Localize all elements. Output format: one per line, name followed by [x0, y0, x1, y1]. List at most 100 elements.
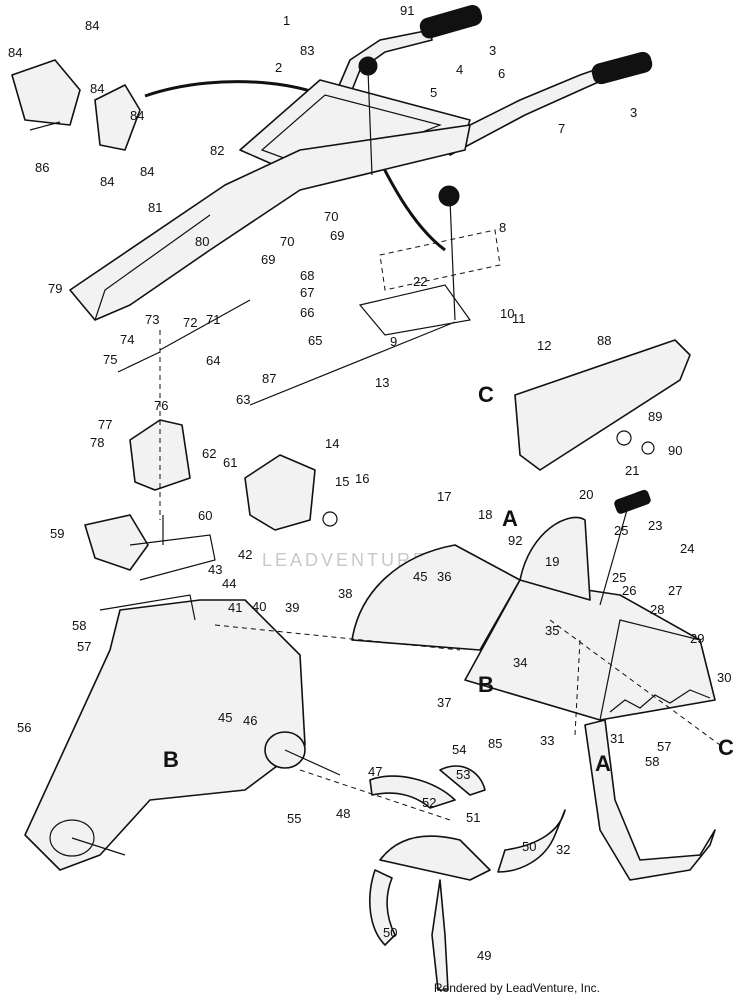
clutch-lever-knob: [438, 185, 460, 207]
depth-lever-handle: [614, 489, 651, 514]
transmission-housing: [24, 599, 306, 871]
tine-hub: [379, 835, 491, 881]
callout-13: 13: [375, 375, 389, 390]
callout-74: 74: [120, 332, 134, 347]
callout-16: 16: [355, 471, 369, 486]
callout-22: 22: [413, 274, 427, 289]
callout-66: 66: [300, 305, 314, 320]
callout-31: 31: [610, 731, 624, 746]
lever-plate: [358, 284, 472, 336]
left-grip: [419, 4, 483, 39]
shift-lever-rod: [367, 69, 373, 176]
callout-79: 79: [48, 281, 62, 296]
callout-39: 39: [285, 600, 299, 615]
callout-71: 71: [206, 312, 220, 327]
callout-76: 76: [154, 398, 168, 413]
callout-52: 52: [422, 795, 436, 810]
callout-70: 70: [280, 234, 294, 249]
callout-9: 9: [390, 334, 397, 349]
callout-57: 57: [77, 639, 91, 654]
frame-edge: [94, 214, 211, 321]
credit-line: Rendered by LeadVenture, Inc.: [433, 981, 600, 995]
callout-87: 87: [262, 371, 276, 386]
callout-28: 28: [650, 602, 664, 617]
callout-10: 10: [500, 306, 514, 321]
callout-58: 58: [645, 754, 659, 769]
tine-upper-right: [439, 765, 486, 796]
callout-45: 45: [413, 569, 427, 584]
callout-84: 84: [90, 81, 104, 96]
callout-61: 61: [223, 455, 237, 470]
section-letter-c: C: [478, 382, 494, 407]
clutch-lever-rod: [449, 199, 456, 321]
callout-23: 23: [648, 518, 662, 533]
callout-85: 85: [488, 736, 502, 751]
shield-teeth: [609, 689, 711, 713]
callout-42: 42: [238, 547, 252, 562]
washer-15: [322, 511, 338, 527]
section-letter-a: A: [595, 751, 611, 776]
callout-45: 45: [218, 710, 232, 725]
pedal-arm: [129, 534, 216, 581]
callout-1: 1: [283, 13, 290, 28]
callout-33: 33: [540, 733, 554, 748]
right-grip: [591, 51, 653, 85]
callout-5: 5: [430, 85, 437, 100]
callout-84: 84: [8, 45, 22, 60]
callout-54: 54: [452, 742, 466, 757]
section-letter-b: B: [478, 672, 494, 697]
callout-57: 57: [657, 739, 671, 754]
callout-64: 64: [206, 353, 220, 368]
callout-2: 2: [275, 60, 282, 75]
callout-18: 18: [478, 507, 492, 522]
callout-19: 19: [545, 554, 559, 569]
callout-29: 29: [690, 631, 704, 646]
lower-shaft: [71, 837, 126, 856]
callout-86: 86: [35, 160, 49, 175]
callout-92: 92: [508, 533, 522, 548]
foot-pedal: [84, 514, 149, 571]
lower-bearing: [49, 819, 95, 857]
callout-41: 41: [228, 600, 242, 615]
callout-84: 84: [85, 18, 99, 33]
callout-46: 46: [243, 713, 257, 728]
callout-17: 17: [437, 489, 451, 504]
callout-84: 84: [100, 174, 114, 189]
callout-35: 35: [545, 623, 559, 638]
callout-78: 78: [90, 435, 104, 450]
callout-15: 15: [335, 474, 349, 489]
callout-58: 58: [72, 618, 86, 633]
depth-bar-plate: [514, 339, 691, 471]
callout-25: 25: [614, 523, 628, 538]
shift-lever-knob: [358, 56, 378, 76]
callout-3: 3: [630, 105, 637, 120]
shield-side-plate: [519, 516, 591, 601]
callout-8: 8: [499, 220, 506, 235]
tine-shield-left: [351, 544, 521, 651]
control-rod: [249, 321, 456, 406]
tine-lower-right: [497, 809, 566, 873]
clutch-bracket: [244, 454, 316, 531]
callout-65: 65: [308, 333, 322, 348]
throttle-wire: [29, 121, 61, 131]
callout-12: 12: [537, 338, 551, 353]
depth-lever-arm: [599, 509, 628, 606]
callout-60: 60: [198, 508, 212, 523]
callout-84: 84: [130, 108, 144, 123]
link-rod: [159, 299, 251, 351]
callout-50: 50: [383, 925, 397, 940]
callout-62: 62: [202, 446, 216, 461]
callout-63: 63: [236, 392, 250, 407]
callout-3: 3: [489, 43, 496, 58]
callout-49: 49: [477, 948, 491, 963]
callout-83: 83: [300, 43, 314, 58]
callout-80: 80: [195, 234, 209, 249]
throttle-control-bracket: [94, 84, 141, 151]
callout-11: 11: [512, 311, 526, 326]
callout-32: 32: [556, 842, 570, 857]
callout-56: 56: [17, 720, 31, 735]
callout-48: 48: [336, 806, 350, 821]
throttle-control-plate: [11, 59, 81, 126]
housing-top-flange: [99, 594, 196, 621]
